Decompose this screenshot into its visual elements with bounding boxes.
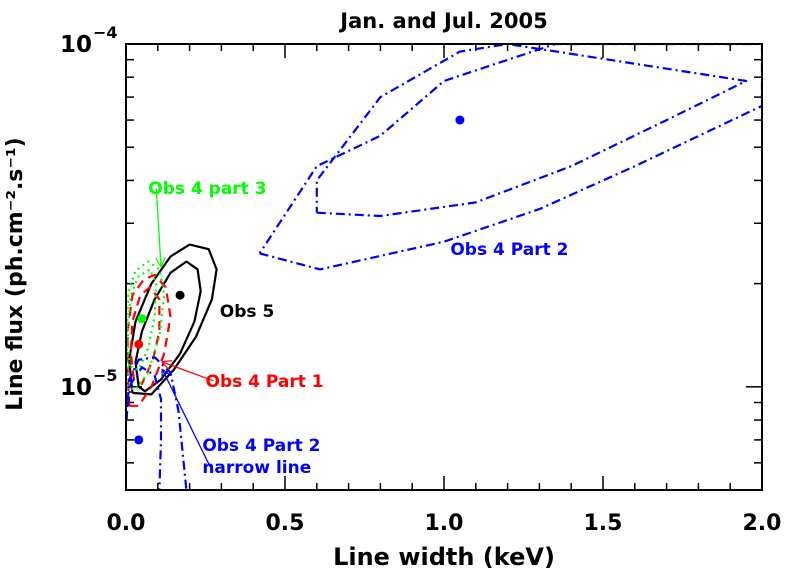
contour-line — [126, 366, 163, 490]
series-0 — [128, 243, 218, 396]
annotation-label: Obs 4 part 3 — [148, 179, 266, 199]
plot-frame — [125, 43, 763, 491]
best-fit-point — [137, 314, 147, 324]
contour-line — [134, 260, 202, 393]
annotation-label: narrow line — [202, 458, 311, 478]
y-tick-exponent: −5 — [93, 366, 118, 385]
best-fit-point — [134, 435, 144, 445]
series-4 — [126, 356, 188, 490]
best-fit-point — [455, 115, 465, 125]
chart-title: Jan. and Jul. 2005 — [338, 9, 547, 33]
y-tick-label: 10 — [60, 32, 92, 58]
x-tick-label: 2.0 — [743, 511, 782, 536]
contour-series — [126, 44, 762, 490]
x-tick-label: 0.0 — [107, 511, 146, 536]
series-3 — [258, 44, 762, 271]
annotation-arrow — [163, 370, 211, 468]
annotation-label: Obs 4 Part 1 — [206, 372, 324, 392]
y-axis-label: Line flux (ph.cm⁻².s⁻¹) — [3, 137, 28, 410]
annotation-arrow — [156, 188, 161, 266]
best-fit-point — [134, 339, 144, 349]
contour-line — [126, 356, 188, 490]
x-tick-label: 1.5 — [584, 511, 623, 536]
annotation-label: Obs 4 Part 2 — [450, 240, 568, 260]
contour-line — [315, 44, 748, 218]
annotation-label: Obs 5 — [220, 302, 275, 322]
x-axis-label: Line width (keV) — [333, 543, 555, 571]
annotation-label: Obs 4 Part 2 — [202, 436, 320, 456]
contour-line — [126, 260, 166, 391]
annotation-arrow — [163, 362, 214, 382]
y-tick-exponent: −4 — [93, 23, 118, 42]
contour-line — [129, 286, 161, 385]
best-fit-point — [175, 290, 185, 300]
x-tick-label: 0.5 — [266, 511, 305, 536]
contour-line — [128, 243, 218, 396]
series-2 — [126, 260, 166, 391]
x-tick-label: 1.0 — [425, 511, 464, 536]
y-tick-label: 10 — [60, 375, 92, 401]
annotations: Obs 4 part 3 Obs 5 Obs 4 Part 1 Obs 4 Part … — [148, 179, 568, 478]
